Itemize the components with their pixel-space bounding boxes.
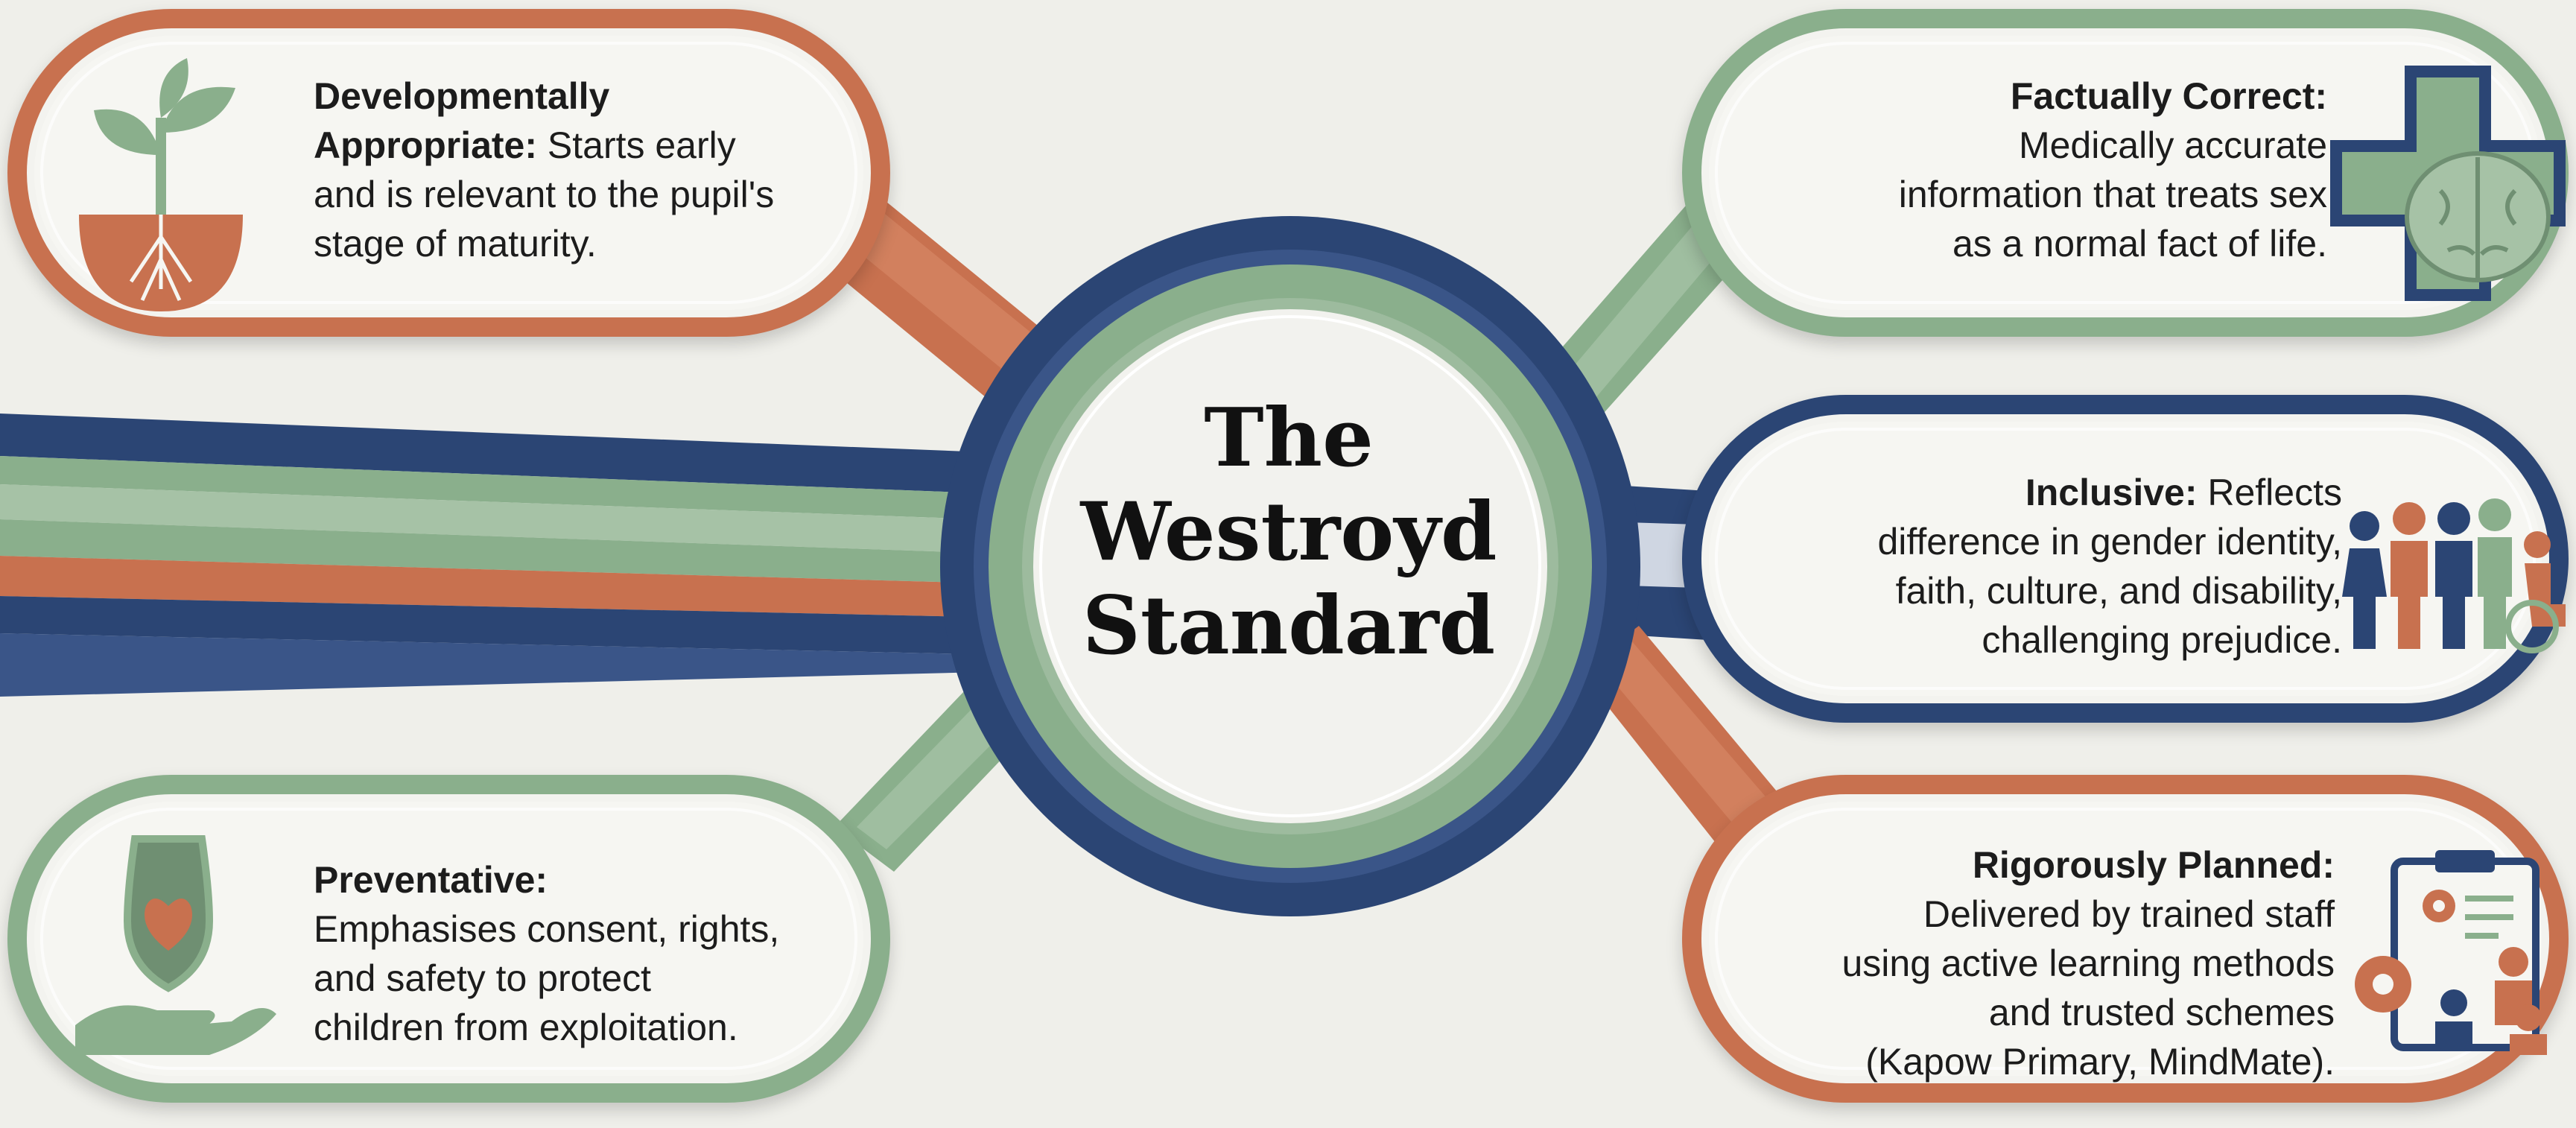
card-text: Inclusive: Reflects difference in gender… <box>1877 472 2342 661</box>
card-inclusive: Inclusive: Reflects difference in gender… <box>1682 395 2569 723</box>
card-text: Rigorously Planned: Delivered by trained… <box>1841 844 2335 1083</box>
diverse-people-icon <box>2342 498 2566 653</box>
card-preventative: Preventative: Emphasises consent, rights… <box>7 775 890 1103</box>
shield-heart-hand-icon <box>75 835 276 1055</box>
title-line-2: Westroyd <box>1080 485 1497 579</box>
center-title: The Westroyd Standard <box>1013 391 1564 673</box>
card-developmentally-appropriate: Developmentally Appropriate: Starts earl… <box>7 9 890 337</box>
seedling-icon <box>79 58 243 311</box>
left-stripes <box>0 414 1043 697</box>
medical-cross-brain-icon <box>2330 66 2566 301</box>
card-heading: Factually Correct: <box>2010 75 2327 117</box>
card-heading: Rigorously Planned: <box>1972 844 2335 886</box>
card-rigorously-planned: Rigorously Planned: Delivered by trained… <box>1682 775 2569 1103</box>
card-text: Preventative: Emphasises consent, rights… <box>314 859 780 1048</box>
title-line-3: Standard <box>1082 579 1496 673</box>
card-text: Factually Correct: Medically accurate in… <box>1898 75 2327 264</box>
center-badge <box>940 216 1640 916</box>
card-heading-cont: Appropriate: <box>314 124 537 166</box>
card-factually-correct: Factually Correct: Medically accurate in… <box>1682 9 2569 337</box>
clipboard-gears-teacher-icon <box>2355 850 2547 1055</box>
card-text: Developmentally Appropriate: Starts earl… <box>314 75 775 264</box>
title-line-1: The <box>1204 391 1374 485</box>
card-heading: Preventative: <box>314 859 548 901</box>
card-heading: Inclusive: <box>2025 472 2198 513</box>
card-heading: Developmentally <box>314 75 610 117</box>
